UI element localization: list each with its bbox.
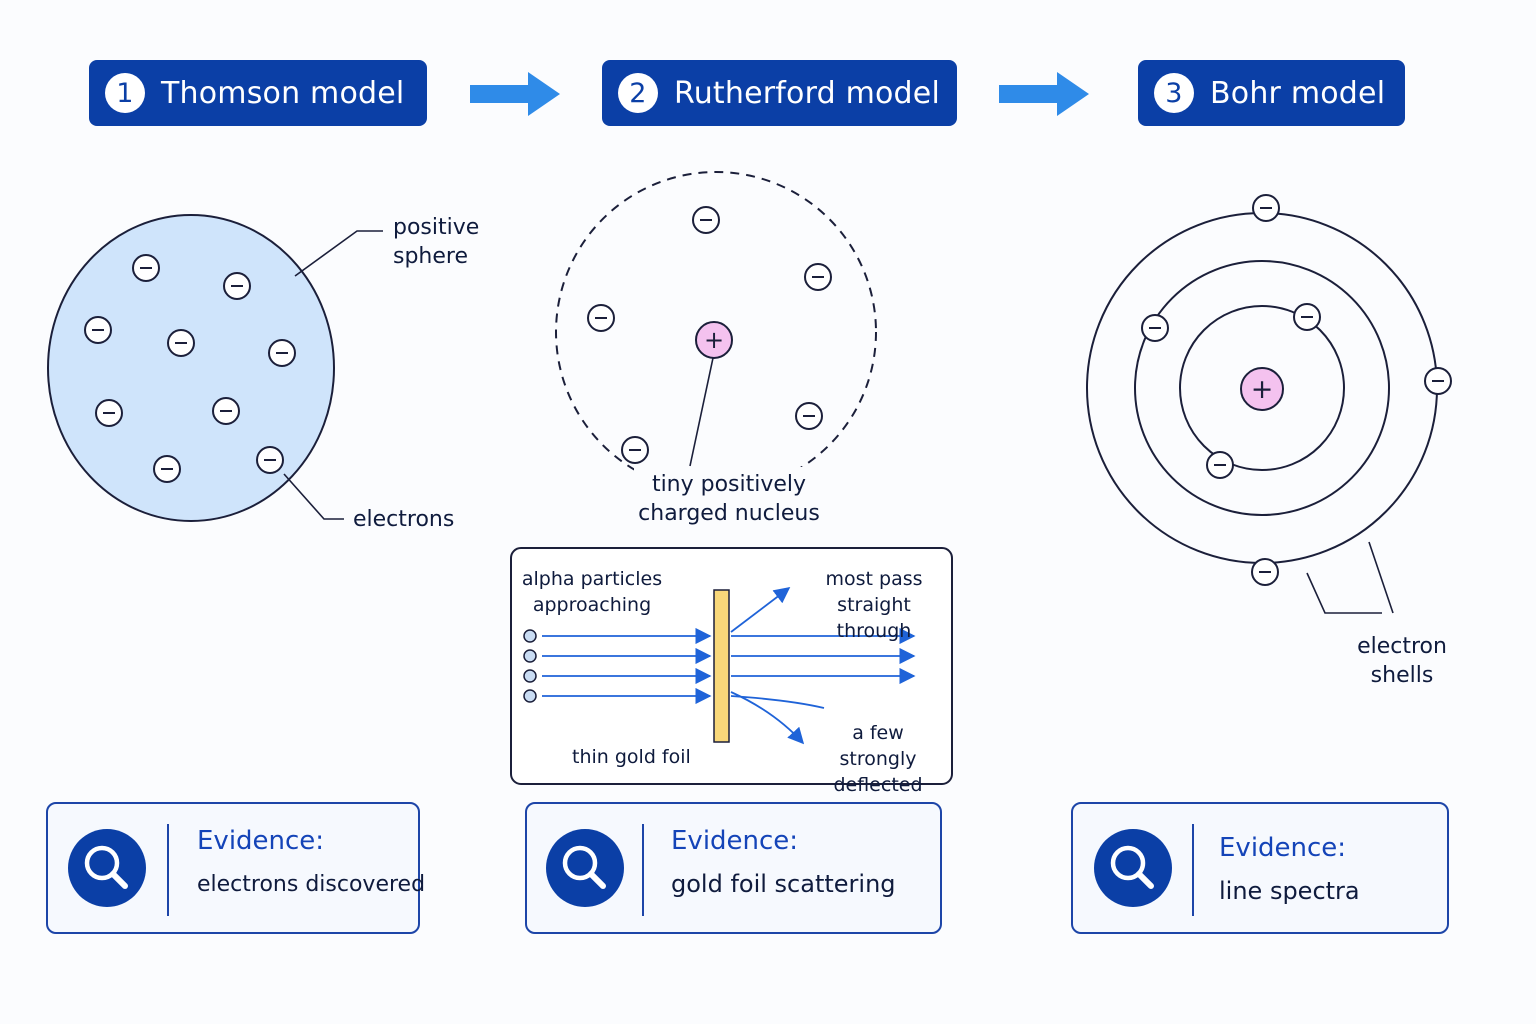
bohr-shell-1 [1179,305,1345,471]
magnifier-icon [68,829,146,907]
evidence-title: Evidence: [1219,833,1347,863]
rutherford-atom-boundary [555,171,877,493]
electron [621,436,649,464]
alpha-particle [523,649,537,663]
electron [167,329,195,357]
card-divider [167,824,169,916]
electrons-label: electrons [353,507,455,532]
right-arrow-icon [999,72,1089,116]
step-3-number-badge: 3 [1154,73,1194,113]
alpha-particle [523,669,537,683]
electron [256,446,284,474]
electron [1252,194,1280,222]
electron [1251,558,1279,586]
evidence-text: gold foil scattering [671,870,896,898]
evidence-card-bohr: Evidence: line spectra [1071,802,1449,934]
evidence-title: Evidence: [671,826,799,856]
electron [223,272,251,300]
electrons-callout-line [283,473,344,520]
shells-callout-line [1368,541,1394,614]
gold-foil [713,589,730,743]
electron [132,254,160,282]
step-1-header: 1 Thomson model [89,60,427,126]
electron [84,316,112,344]
electron [95,399,123,427]
positive-sphere-label: positive sphere [393,215,480,269]
electron-shells-label: electron shells [1357,634,1447,688]
deflected-beam [730,587,791,633]
electron [1424,367,1452,395]
nucleus-plus-sign: + [704,326,724,354]
evidence-title: Evidence: [197,826,325,856]
alpha-particle [523,689,537,703]
electron [268,339,296,367]
deflected-label: a few strongly deflected [833,722,923,796]
evidence-text: electrons discovered [197,872,426,897]
sphere-callout-line [294,230,383,277]
magnifier-icon [546,829,624,907]
gold-foil-experiment-panel [510,547,953,785]
alpha-particle [523,629,537,643]
step-3-header: 3 Bohr model [1138,60,1405,126]
bohr-shell-2 [1134,260,1390,516]
card-divider [642,824,644,916]
label-backdrop [634,467,824,525]
step-2-number-badge: 2 [618,73,658,113]
step-1-number-badge: 1 [105,73,145,113]
nucleus-callout-line [689,357,714,467]
step-1-title: Thomson model [161,75,405,111]
step-2-header: 2 Rutherford model [602,60,957,126]
thomson-positive-sphere [47,214,335,522]
evidence-card-thomson: Evidence: electrons discovered [46,802,425,934]
deflected-beam [730,695,825,709]
nucleus-label: tiny positively charged nucleus [638,472,820,526]
electron [1206,451,1234,479]
shells-callout-line [1306,572,1382,614]
most-pass-label: most pass straight through [825,568,923,642]
bohr-nucleus [1240,367,1284,411]
electron [692,206,720,234]
electron [587,304,615,332]
evidence-card-rutherford: Evidence: gold foil scattering [525,802,942,934]
electron [212,397,240,425]
magnifier-icon [1094,829,1172,907]
thin-gold-foil-label: thin gold foil [572,746,691,768]
alpha-particles-label: alpha particles approaching [521,568,663,616]
step-2-title: Rutherford model [674,75,940,111]
electron [804,263,832,291]
electron [1141,314,1169,342]
electron [1293,303,1321,331]
rutherford-nucleus [695,321,733,359]
electron [795,402,823,430]
right-arrow-icon [470,72,560,116]
evidence-text: line spectra [1219,877,1360,905]
card-divider [1192,824,1194,916]
step-3-title: Bohr model [1210,75,1386,111]
electron [153,455,181,483]
nucleus-plus-sign: + [1251,374,1274,405]
